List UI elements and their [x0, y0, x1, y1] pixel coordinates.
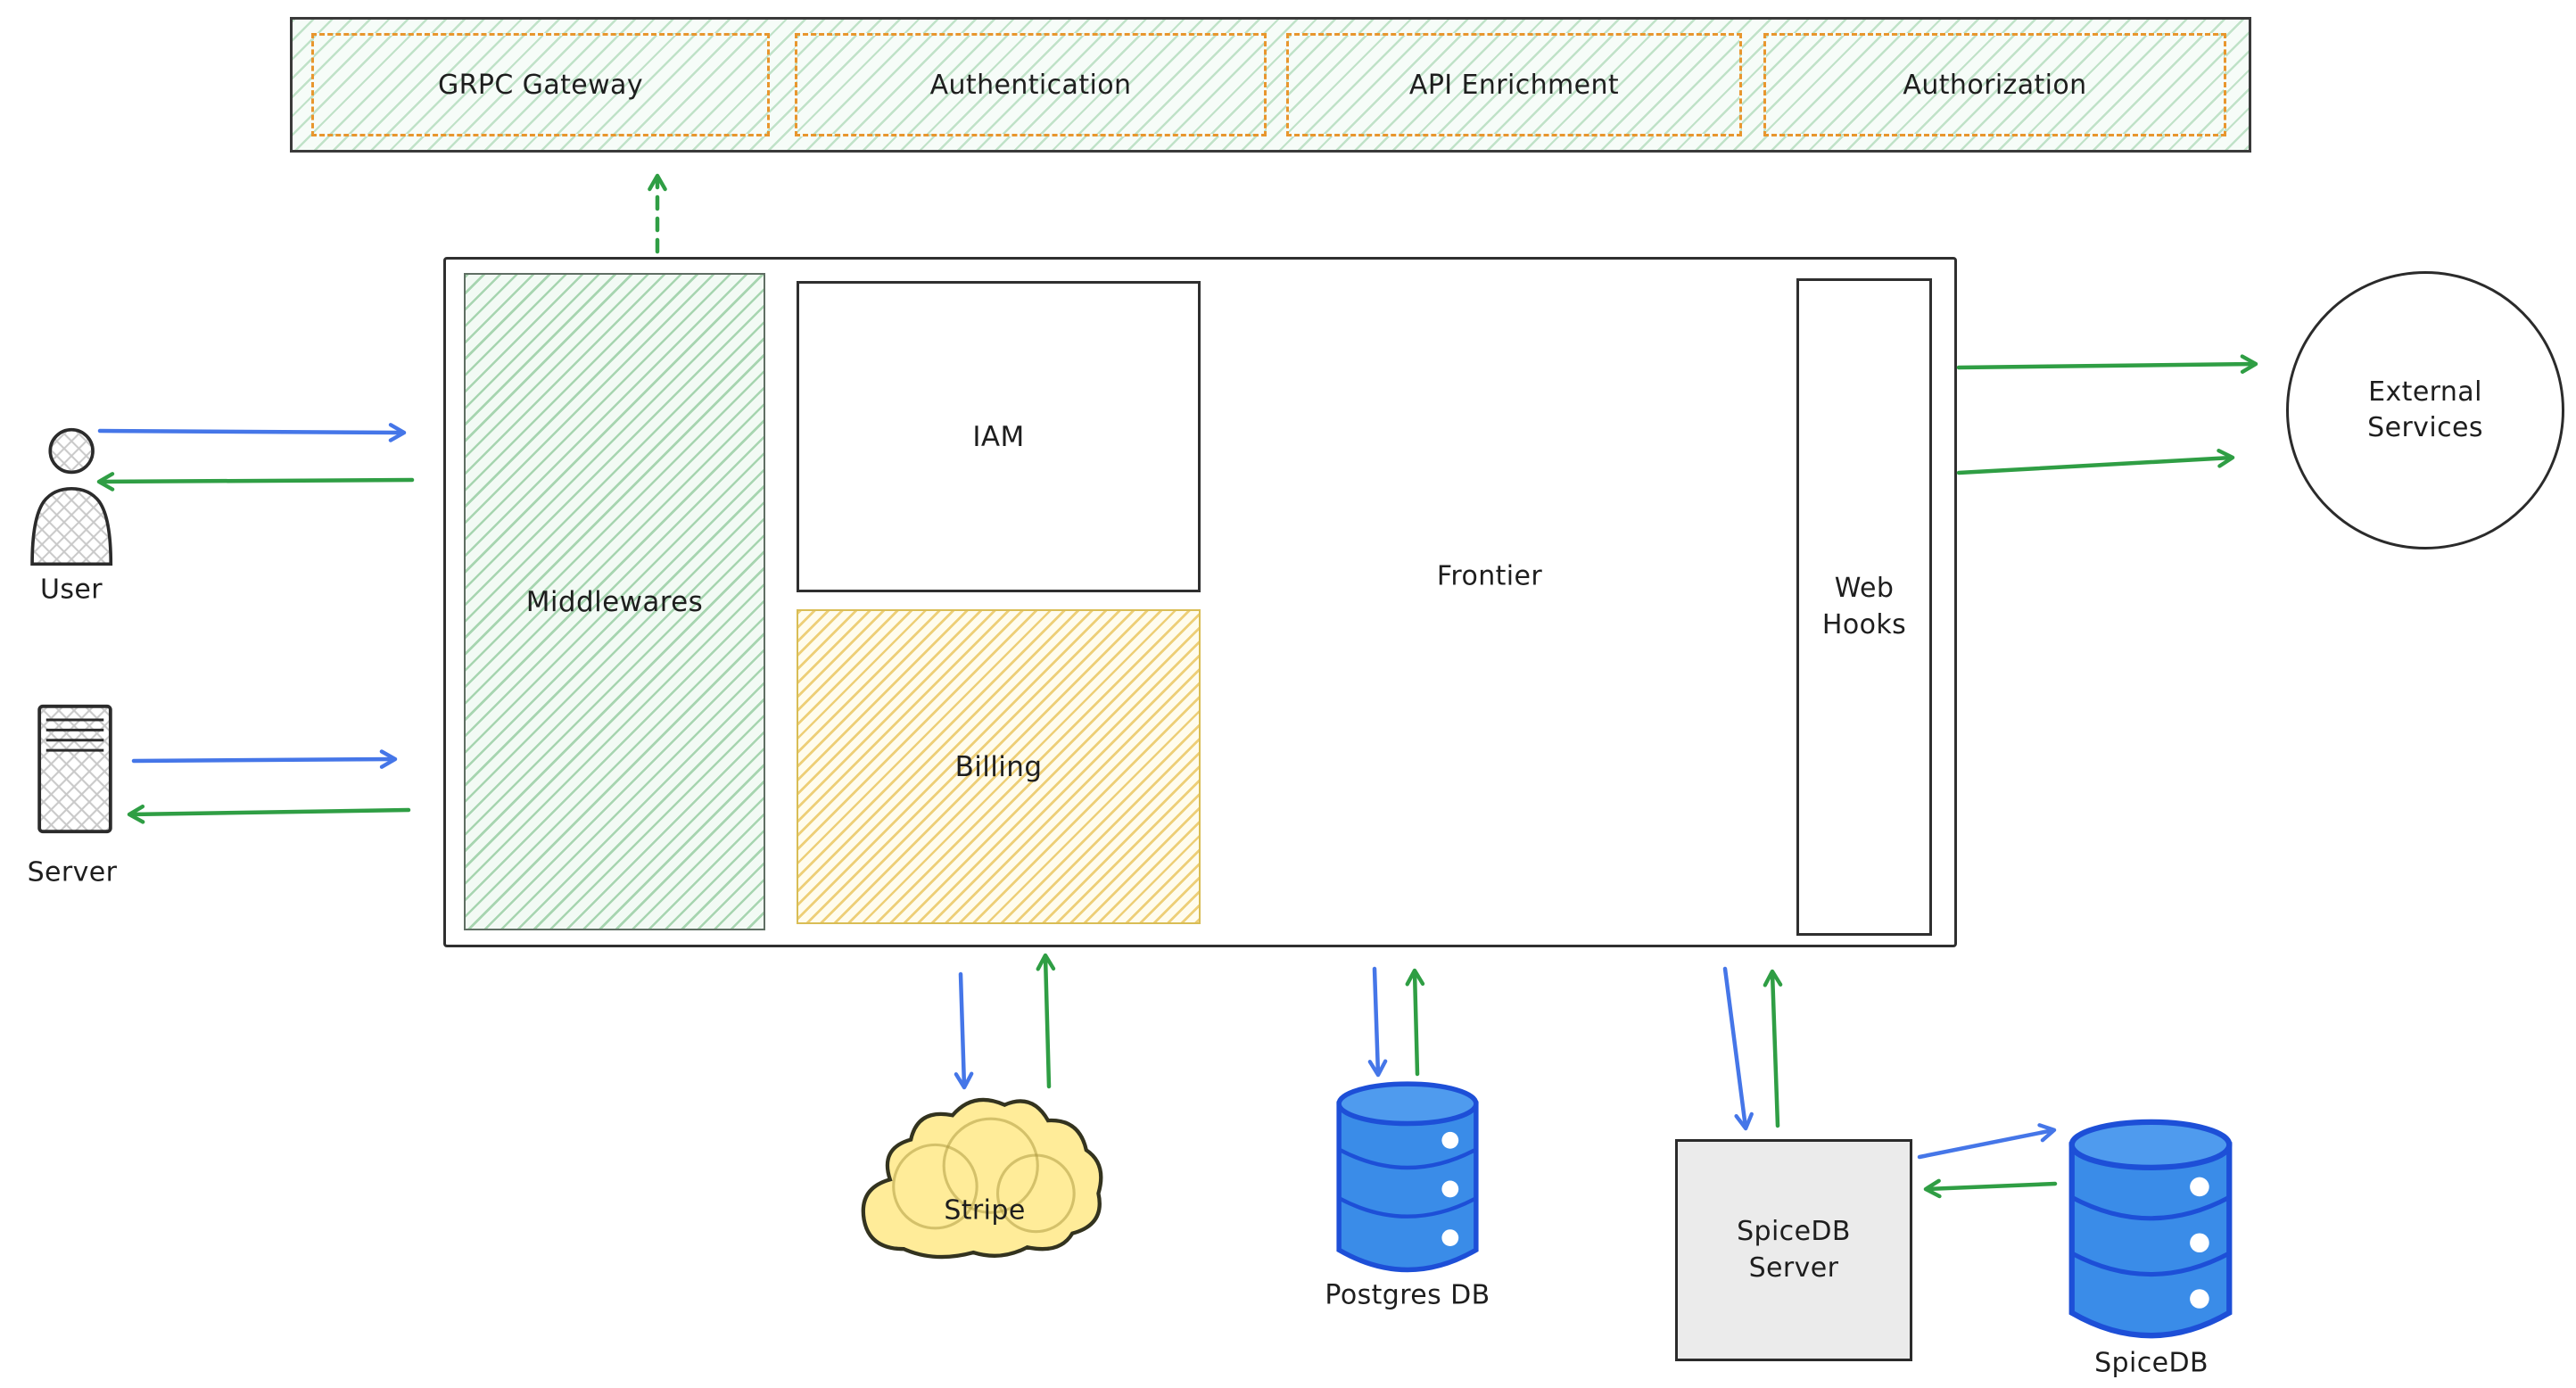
postgres-label: Postgres DB	[1325, 1279, 1490, 1311]
arrow-spicedb-server-to-frontier	[1763, 969, 1783, 1128]
arrow-frontier-to-postgres	[1367, 966, 1388, 1078]
arrow-server-to-frontier	[131, 749, 398, 769]
pipeline-item-authorization: Authorization	[1763, 33, 2226, 136]
stripe-label: Stripe	[944, 1194, 1026, 1227]
arrow-frontier-to-external-bottom	[1956, 448, 2235, 475]
webhooks-label: Web Hooks	[1821, 573, 1907, 640]
pipeline-item-label: API Enrichment	[1408, 69, 1620, 101]
user-icon	[30, 427, 113, 566]
middlewares-label: Middlewares	[525, 585, 704, 618]
arrow-postgres-to-frontier	[1405, 968, 1425, 1077]
frontier-title: Frontier	[1436, 560, 1543, 592]
arrow-frontier-to-server	[127, 804, 411, 824]
spicedb-server-node: SpiceDB Server	[1675, 1139, 1912, 1361]
middlewares-node: Middlewares	[464, 273, 765, 930]
pipeline-item-api-enrichment: API Enrichment	[1286, 33, 1742, 136]
spicedb-label: SpiceDB	[2094, 1347, 2209, 1379]
user-label: User	[40, 574, 103, 606]
server-icon	[37, 704, 112, 834]
postgres-db-icon	[1336, 1081, 1479, 1273]
server-label: Server	[27, 856, 118, 888]
external-services-node: External Services	[2286, 271, 2564, 549]
spicedb-icon	[2068, 1119, 2233, 1339]
iam-node: IAM	[797, 281, 1201, 592]
arrow-frontier-to-external-top	[1956, 354, 2258, 375]
arrow-user-to-frontier	[97, 423, 407, 442]
stripe-cloud-icon	[861, 1097, 1103, 1260]
arrow-spicedb-to-spicedb-server	[1923, 1178, 2058, 1199]
pipeline-item-label: Authentication	[929, 69, 1132, 101]
pipeline-item-label: Authorization	[1903, 69, 2087, 101]
arrow-frontier-to-spicedb-server	[1722, 966, 1754, 1131]
spicedb-server-label: SpiceDB Server	[1737, 1216, 1851, 1284]
arrow-stripe-to-billing	[1036, 953, 1056, 1089]
external-services-label: External Services	[2367, 376, 2483, 444]
arrow-frontier-to-user	[96, 472, 415, 492]
billing-label: Billing	[954, 750, 1043, 783]
pipeline-item-label: GRPC Gateway	[438, 69, 643, 101]
pipeline-item-authentication: Authentication	[795, 33, 1267, 136]
arrow-spicedb-server-to-spicedb	[1917, 1123, 2057, 1160]
pipeline-item-grpc-gateway: GRPC Gateway	[311, 33, 770, 136]
arrow-billing-to-stripe	[954, 971, 974, 1090]
billing-node: Billing	[797, 609, 1201, 924]
iam-label: IAM	[972, 420, 1025, 453]
webhooks-node: Web Hooks	[1796, 278, 1932, 936]
